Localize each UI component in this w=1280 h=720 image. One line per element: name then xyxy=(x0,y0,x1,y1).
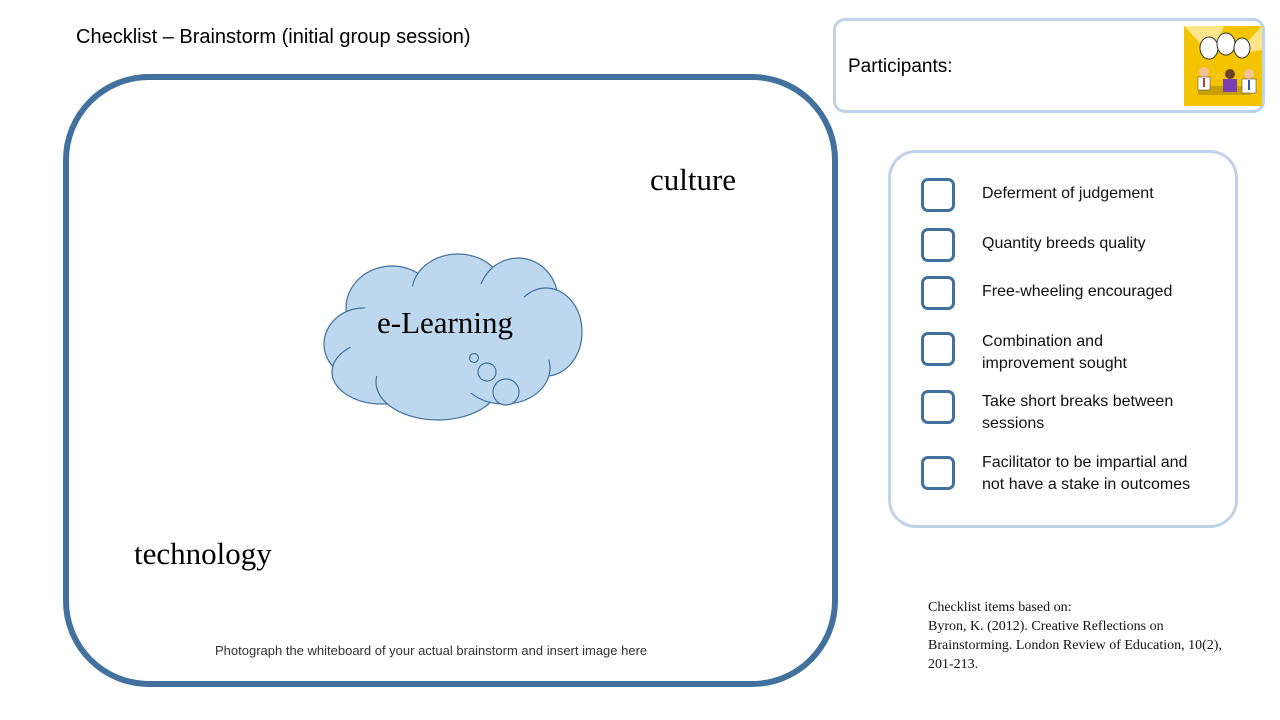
checkbox[interactable] xyxy=(921,332,955,366)
page-title: Checklist – Brainstorm (initial group se… xyxy=(76,26,471,48)
checklist-label: Combination and improvement sought xyxy=(982,333,1127,372)
checkbox[interactable] xyxy=(921,228,955,262)
checkbox[interactable] xyxy=(921,276,955,310)
checklist-panel: Deferment of judgement Quantity breeds q… xyxy=(888,150,1238,528)
citation: Checklist items based on: Byron, K. (201… xyxy=(928,598,1238,674)
participants-panel: Participants: xyxy=(833,18,1265,113)
checklist-label: Facilitator to be impartial and not have… xyxy=(982,454,1191,493)
brainstorm-people-icon xyxy=(1184,26,1262,106)
participants-label: Participants: xyxy=(848,56,953,77)
brainstorm-word-technology: technology xyxy=(134,536,272,571)
checklist-label: Take short breaks between sessions xyxy=(982,393,1174,432)
checkbox[interactable] xyxy=(921,456,955,490)
photo-instruction: Photograph the whiteboard of your actual… xyxy=(215,643,648,658)
brainstorm-word-culture: culture xyxy=(650,162,737,197)
checklist-label: Free-wheeling encouraged xyxy=(982,283,1173,300)
thought-cloud xyxy=(323,253,583,421)
checkbox[interactable] xyxy=(921,178,955,212)
citation-heading: Checklist items based on: xyxy=(928,600,1072,615)
citation-reference: Byron, K. (2012). Creative Reflections o… xyxy=(928,619,1222,672)
checklist-label: Quantity breeds quality xyxy=(982,235,1146,252)
checkbox[interactable] xyxy=(921,390,955,424)
checklist-label: Deferment of judgement xyxy=(982,185,1154,202)
center-topic: e-Learning xyxy=(377,305,513,340)
